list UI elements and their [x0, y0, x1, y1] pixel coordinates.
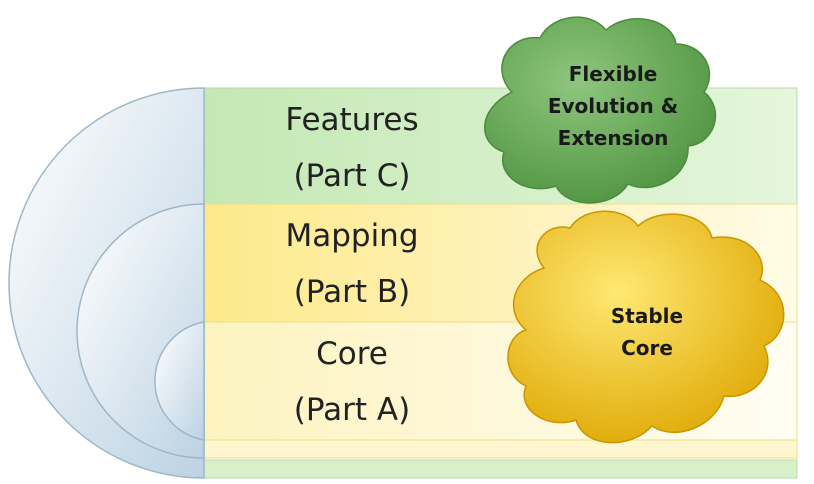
flexible-cloud-label: Flexible Evolution & Extension — [528, 58, 698, 154]
core-label-line1: Core — [316, 336, 388, 372]
stable-cloud-line1: Stable — [610, 304, 684, 328]
features-label-line2: (Part C) — [293, 158, 411, 194]
stable-cloud — [507, 210, 785, 444]
base-band-green — [203, 459, 798, 479]
flexible-cloud — [483, 16, 717, 204]
core-label-line2: (Part A) — [293, 392, 411, 428]
base-band-yellow — [203, 439, 798, 459]
mapping-label: Mapping (Part B) — [212, 208, 492, 320]
flexible-cloud-line1: Flexible — [568, 62, 658, 86]
mapping-label-line2: (Part B) — [293, 274, 411, 310]
stable-cloud-label: Stable Core — [572, 300, 722, 364]
features-label: Features (Part C) — [212, 92, 492, 204]
stable-cloud-line2: Core — [621, 336, 673, 360]
core-label: Core (Part A) — [212, 326, 492, 438]
mapping-label-line1: Mapping — [285, 218, 419, 254]
flexible-cloud-line2: Evolution & — [547, 94, 679, 118]
flexible-cloud-line3: Extension — [557, 126, 669, 150]
inner-arc — [154, 321, 205, 441]
features-label-line1: Features — [285, 102, 419, 138]
